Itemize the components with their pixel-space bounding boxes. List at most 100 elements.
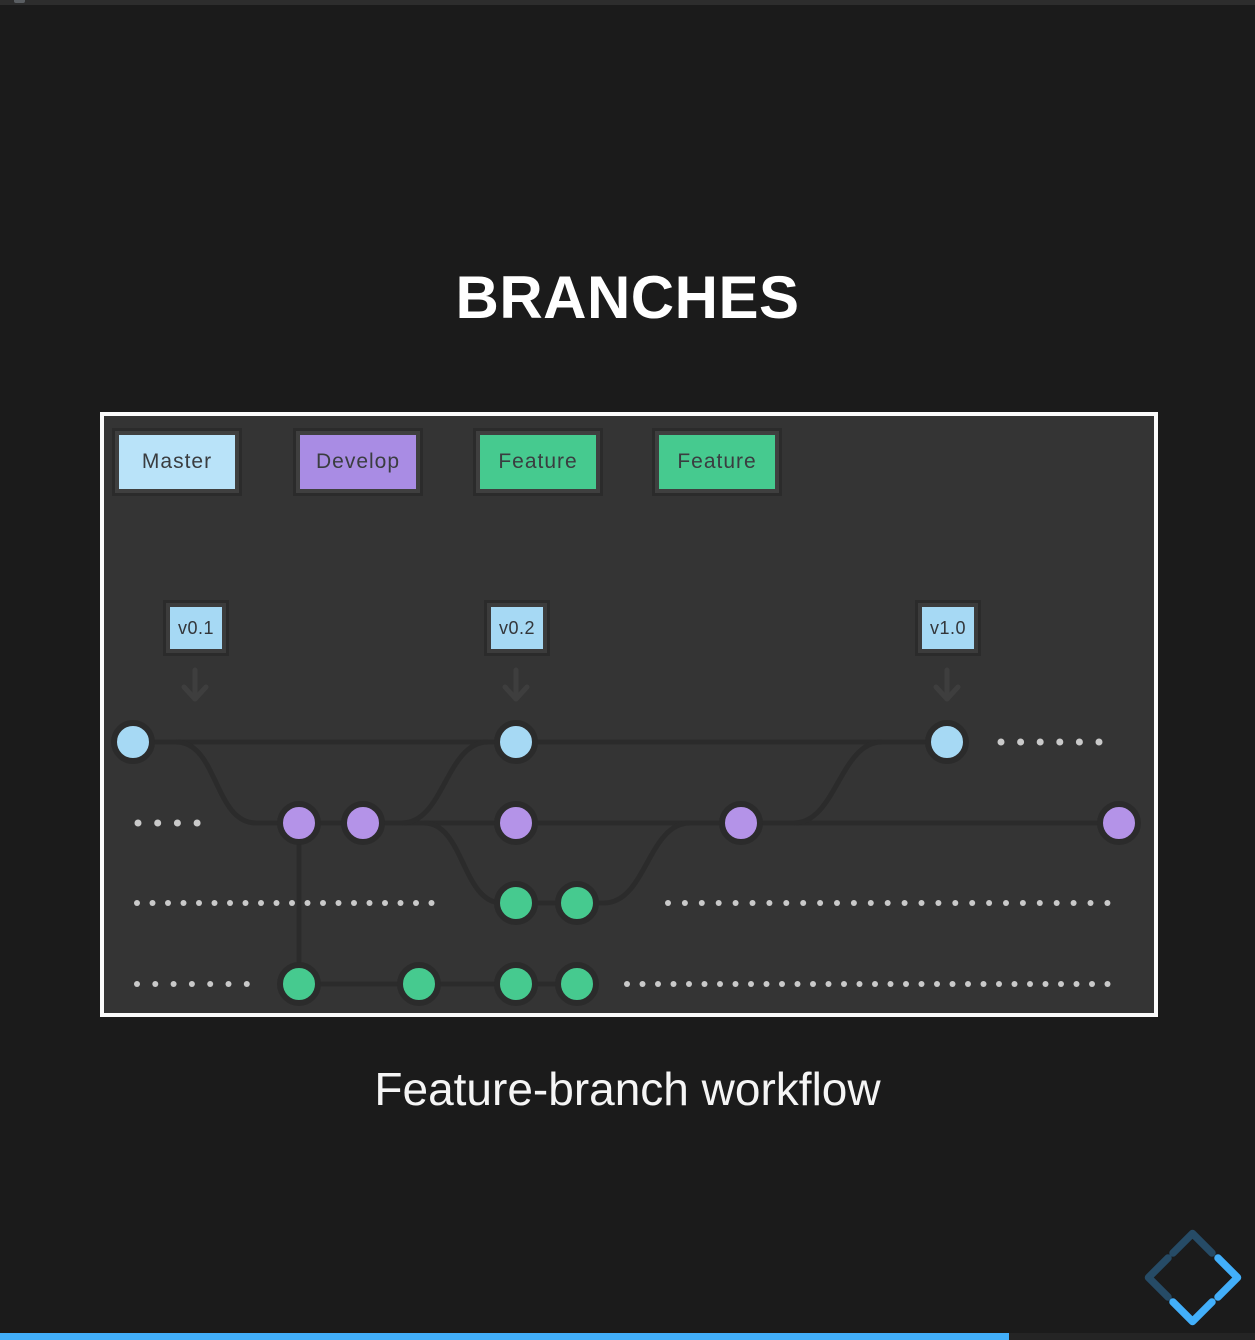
release-tag-v0-2-label: v0.2	[498, 617, 536, 638]
continuation-dot	[872, 981, 878, 987]
branch-line	[793, 739, 883, 826]
continuation-dot	[856, 981, 863, 987]
release-tag-v0-1: v0.1	[166, 603, 226, 653]
branch-line	[401, 739, 489, 826]
legend-master-label: Master	[141, 450, 213, 473]
continuation-dot	[320, 900, 326, 906]
continuation-dot	[655, 981, 661, 987]
continuation-dot	[1075, 738, 1083, 746]
continuation-dot	[825, 981, 832, 987]
continuation-dot	[763, 981, 770, 987]
continuation-dot	[1095, 738, 1103, 746]
commit-node-master	[111, 720, 155, 764]
continuation-dot	[1036, 900, 1043, 906]
continuation-dot	[749, 900, 756, 906]
continuation-dot	[841, 981, 847, 987]
continuation-dot	[188, 981, 195, 987]
continuation-dot	[665, 900, 671, 906]
continuation-dot	[800, 900, 807, 906]
continuation-dot	[698, 900, 705, 906]
continuation-dot	[1089, 981, 1095, 987]
continuation-dot	[1058, 981, 1064, 987]
continuation-dot	[193, 819, 201, 827]
continuation-dot	[918, 900, 925, 906]
continuation-dot	[715, 900, 722, 906]
continuation-dot	[211, 900, 218, 906]
continuation-dot	[1073, 981, 1080, 987]
tag-arrow-down-icon	[933, 667, 961, 702]
slide-caption: Feature-branch workflow	[374, 1063, 881, 1115]
continuation-dot	[1056, 738, 1064, 746]
continuation-dot	[243, 981, 250, 987]
commit-node-develop	[719, 801, 763, 845]
branch-line	[175, 739, 1119, 826]
continuation-dot	[867, 900, 874, 906]
continuation-dot	[779, 981, 785, 987]
continuation-dot	[980, 981, 987, 987]
continuation-dot	[686, 981, 692, 987]
continuation-dot	[639, 981, 646, 987]
progress-bar-track[interactable]	[0, 1333, 1255, 1340]
commit-node-feature	[494, 881, 538, 925]
continuation-dot	[834, 900, 840, 906]
commit-node-feature	[555, 962, 599, 1006]
legend-feature-2: Feature	[655, 431, 779, 493]
continuation-dot	[681, 900, 688, 906]
continuation-dot	[207, 981, 214, 987]
nav-up-button[interactable]	[1169, 1229, 1216, 1257]
continuation-dot	[732, 981, 739, 987]
window-topbar-nub	[14, 0, 25, 3]
commit-node-develop	[341, 801, 385, 845]
tag-arrow-down-icon	[502, 667, 530, 702]
continuation-dot	[1027, 981, 1033, 987]
commit-node-feature	[397, 962, 441, 1006]
continuation-dot	[670, 981, 677, 987]
continuation-dot	[996, 981, 1002, 987]
continuation-dot	[949, 981, 956, 987]
commit-node-master	[494, 720, 538, 764]
slide-nav-controls	[1144, 1229, 1242, 1326]
continuation-dot	[794, 981, 801, 987]
commit-node-master	[925, 720, 969, 764]
continuation-dot	[397, 900, 404, 906]
continuation-dot	[351, 900, 357, 906]
nav-down-button[interactable]	[1169, 1298, 1216, 1326]
continuation-dot	[1011, 981, 1018, 987]
continuation-dot	[965, 981, 971, 987]
continuation-dot	[366, 900, 373, 906]
continuation-dot	[180, 900, 187, 906]
continuation-dot	[134, 900, 140, 906]
continuation-dot	[258, 900, 264, 906]
continuation-dot	[901, 900, 908, 906]
continuation-dot	[196, 900, 202, 906]
legend-develop: Develop	[296, 431, 420, 493]
continuation-dot	[154, 819, 162, 827]
legend-feature-1-label: Feature	[498, 450, 578, 473]
release-tag-v0-1-label: v0.1	[177, 617, 215, 638]
continuation-dot	[918, 981, 925, 987]
commit-node-develop	[494, 801, 538, 845]
nav-left-button[interactable]	[1144, 1254, 1172, 1301]
commit-node-feature	[555, 881, 599, 925]
continuation-dot	[624, 981, 630, 987]
release-tag-v0-2: v0.2	[487, 603, 547, 653]
continuation-dot	[986, 900, 993, 906]
commit-node-develop	[1097, 801, 1141, 845]
nav-right-button[interactable]	[1214, 1254, 1242, 1301]
commit-node-feature	[494, 962, 538, 1006]
continuation-dot	[227, 900, 233, 906]
commit-node-develop	[277, 801, 321, 845]
tag-arrow-down-icon	[181, 667, 209, 702]
release-tag-v1-0-label: v1.0	[929, 617, 967, 638]
continuation-dot	[170, 981, 177, 987]
continuation-dot	[413, 900, 419, 906]
legend-feature-2-label: Feature	[677, 450, 757, 473]
continuation-dot	[225, 981, 232, 987]
continuation-dot	[1003, 900, 1009, 906]
continuation-dot	[173, 819, 181, 827]
continuation-dot	[952, 900, 959, 906]
continuation-dot	[969, 900, 976, 906]
continuation-dot	[1019, 900, 1026, 906]
continuation-dot	[304, 900, 311, 906]
